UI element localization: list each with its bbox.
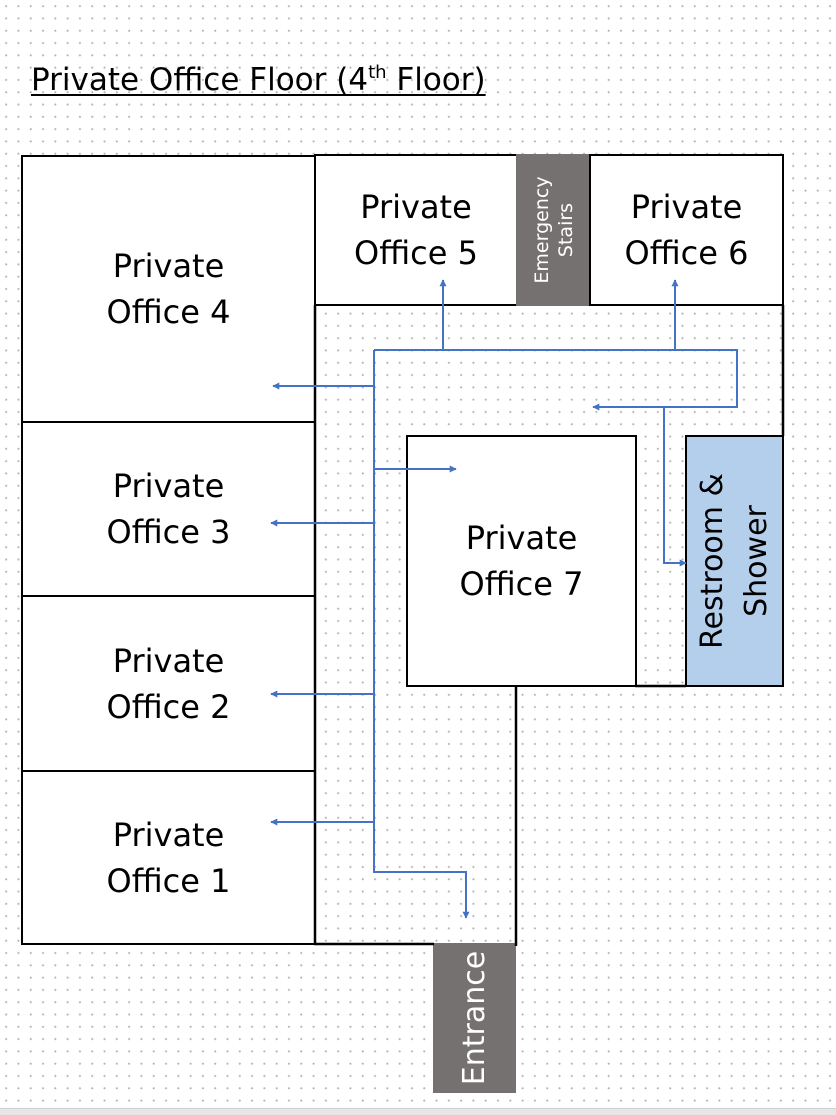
entrance: Entrance bbox=[433, 943, 516, 1093]
bottom-scrollbar-strip bbox=[0, 1108, 836, 1115]
page-title: Private Office Floor (4th Floor) bbox=[31, 62, 486, 98]
corridor-walls bbox=[313, 305, 785, 946]
path-arrows bbox=[270, 279, 738, 919]
restroom-and-shower: Restroom &Shower bbox=[685, 435, 784, 687]
